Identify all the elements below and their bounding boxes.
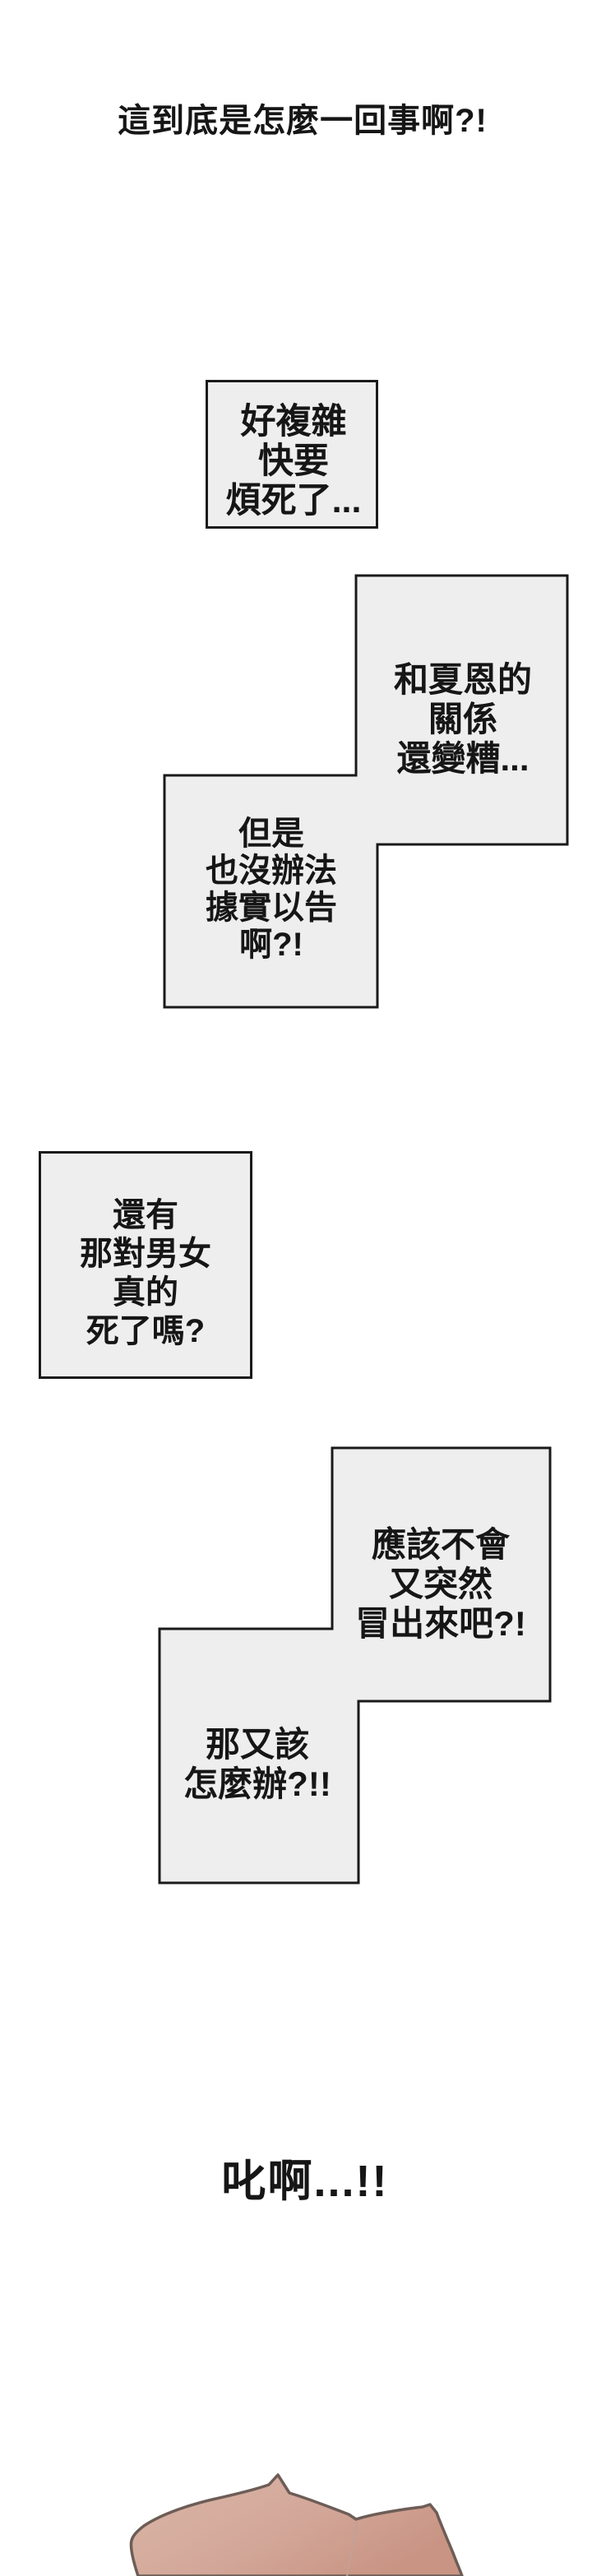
- text-line: 好複雜: [240, 402, 347, 442]
- text-line: 啊?!: [239, 927, 303, 963]
- text-line: 關係: [428, 700, 498, 738]
- text-line: 但是: [238, 816, 304, 852]
- text-line: 又突然: [388, 1565, 493, 1603]
- text-line: 死了嗎?: [86, 1313, 206, 1349]
- speech-box-1: [206, 380, 378, 529]
- text-line: 和夏恩的: [393, 660, 533, 699]
- speech-box-4: [39, 1151, 252, 1379]
- character-head-top: [129, 2473, 464, 2576]
- speech-box-1-text: 好複雜 快要 煩死了...: [226, 402, 362, 520]
- head-silhouette: [129, 2473, 464, 2576]
- text-line: 據實以告: [206, 890, 337, 926]
- speech-box-2-3-shape: [163, 574, 569, 1009]
- scream-sfx-text: 叱啊...!!: [221, 2157, 389, 2206]
- speech-box-5-6-shape: [158, 1446, 552, 1885]
- speech-box-5-text: 應該不會 又突然 冒出來吧?!: [355, 1525, 526, 1644]
- text-line: 還變糟...: [396, 739, 530, 778]
- speech-box-3-text: 但是 也沒辦法 據實以告 啊?!: [206, 816, 337, 964]
- text-line: 還有: [113, 1197, 178, 1233]
- text-line: 快要: [258, 442, 329, 481]
- speech-box-4-text: 還有 那對男女 真的 死了嗎?: [80, 1196, 211, 1351]
- speech-box-2-text: 和夏恩的 關係 還變糟...: [394, 660, 532, 779]
- speech-box-6-text: 那又該 怎麼辦?!!: [183, 1725, 331, 1804]
- text-line: 怎麼辦?!!: [183, 1764, 331, 1803]
- text-line: 那又該: [205, 1725, 310, 1764]
- text-line: 煩死了...: [225, 481, 362, 520]
- text-line: 也沒辦法: [206, 853, 337, 889]
- headline-text: 這到底是怎麼一回事啊?!: [118, 103, 488, 139]
- text-line: 應該不會: [371, 1525, 510, 1564]
- text-line: 那對男女: [80, 1236, 211, 1272]
- text-line: 冒出來吧?!: [355, 1604, 526, 1643]
- hair-part-line: [345, 2521, 358, 2576]
- text-line: 真的: [113, 1274, 178, 1311]
